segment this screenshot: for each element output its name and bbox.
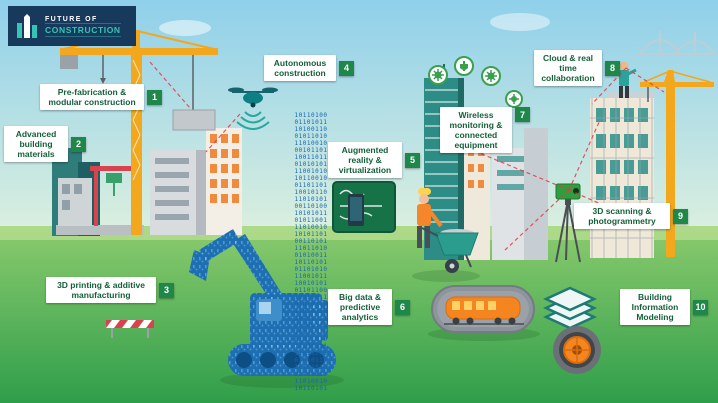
barrier-icon <box>106 320 154 338</box>
orange-window-building <box>206 128 242 235</box>
cloud-icon <box>490 13 550 31</box>
callout-number-badge: 4 <box>339 60 354 76</box>
callout-label: Big data & predictive analytics <box>328 289 392 326</box>
drone-icon <box>228 87 278 130</box>
rooftop-person <box>619 61 637 98</box>
gear-icons <box>428 56 523 108</box>
callout-autonomous-construction[interactable]: Autonomous construction 4 <box>264 55 354 82</box>
logo-line1: FUTURE OF <box>45 15 98 23</box>
logo: FUTURE OF CONSTRUCTION <box>8 6 136 46</box>
train-tube <box>428 285 540 341</box>
measurement-lines <box>149 61 665 251</box>
bridge-icon <box>636 30 716 55</box>
callout-label: Pre-fabrication & modular construction <box>40 84 144 111</box>
wheelbarrow-icon <box>421 227 479 273</box>
callout-number-badge: 3 <box>159 282 174 298</box>
callout-label: Augmented reality & virtualization <box>328 142 402 179</box>
modular-building <box>150 150 206 235</box>
callout-number-badge: 7 <box>515 107 530 122</box>
binary-data-stream: 10110100 01101011 10100110 01011010 1101… <box>294 112 328 392</box>
gear-icon <box>505 90 523 108</box>
callout-number-badge: 10 <box>693 299 708 315</box>
callout-label: Building Information Modeling <box>620 289 690 326</box>
callout-number-badge: 9 <box>673 208 688 224</box>
callout-number-badge: 5 <box>405 152 420 168</box>
callout-advanced-materials[interactable]: Advanced building materials 2 <box>4 126 86 163</box>
callout-number-badge: 1 <box>147 89 162 105</box>
callout-number-badge: 6 <box>395 299 410 315</box>
callout-label: Cloud & real time collaboration <box>534 50 602 87</box>
callout-label: Advanced building materials <box>4 126 68 163</box>
tower-crane-left-icon <box>60 30 218 235</box>
tunnel-icon <box>553 326 601 374</box>
scaffold-building <box>590 70 714 258</box>
callout-label: Wireless monitoring & connected equipmen… <box>440 107 512 154</box>
gear-icon <box>428 65 448 85</box>
callout-label: 3D printing & additive manufacturing <box>46 277 156 304</box>
callout-number-badge: 8 <box>605 60 620 76</box>
cloud-icon <box>159 20 211 36</box>
callout-3d-scanning[interactable]: 3D scanning & photogrammetry 9 <box>574 203 688 230</box>
plug-icon <box>454 56 474 76</box>
logo-line2: CONSTRUCTION <box>45 22 121 37</box>
callout-bim[interactable]: Building Information Modeling 10 <box>620 289 708 326</box>
train-icon <box>445 296 521 325</box>
worker <box>412 188 480 282</box>
callout-label: Autonomous construction <box>264 55 336 82</box>
callout-wireless-monitoring[interactable]: Wireless monitoring & connected equipmen… <box>440 107 530 154</box>
callout-3d-printing[interactable]: 3D printing & additive manufacturing 3 <box>46 277 174 304</box>
layers-icon <box>542 286 598 330</box>
3d-printer-gantry <box>56 166 144 235</box>
callout-label: 3D scanning & photogrammetry <box>574 203 670 230</box>
callout-number-badge: 2 <box>71 136 86 152</box>
callout-cloud-collaboration[interactable]: Cloud & real time collaboration 8 <box>534 50 620 87</box>
callout-augmented-reality[interactable]: Augmented reality & virtualization 5 <box>328 142 420 179</box>
callout-prefabrication[interactable]: Pre-fabrication & modular construction 1 <box>40 84 162 111</box>
ar-board <box>332 181 396 233</box>
gear-icon <box>481 66 501 86</box>
logo-building-icon <box>17 14 37 38</box>
binary-excavator <box>189 229 344 388</box>
callout-big-data[interactable]: Big data & predictive analytics 6 <box>328 289 410 326</box>
